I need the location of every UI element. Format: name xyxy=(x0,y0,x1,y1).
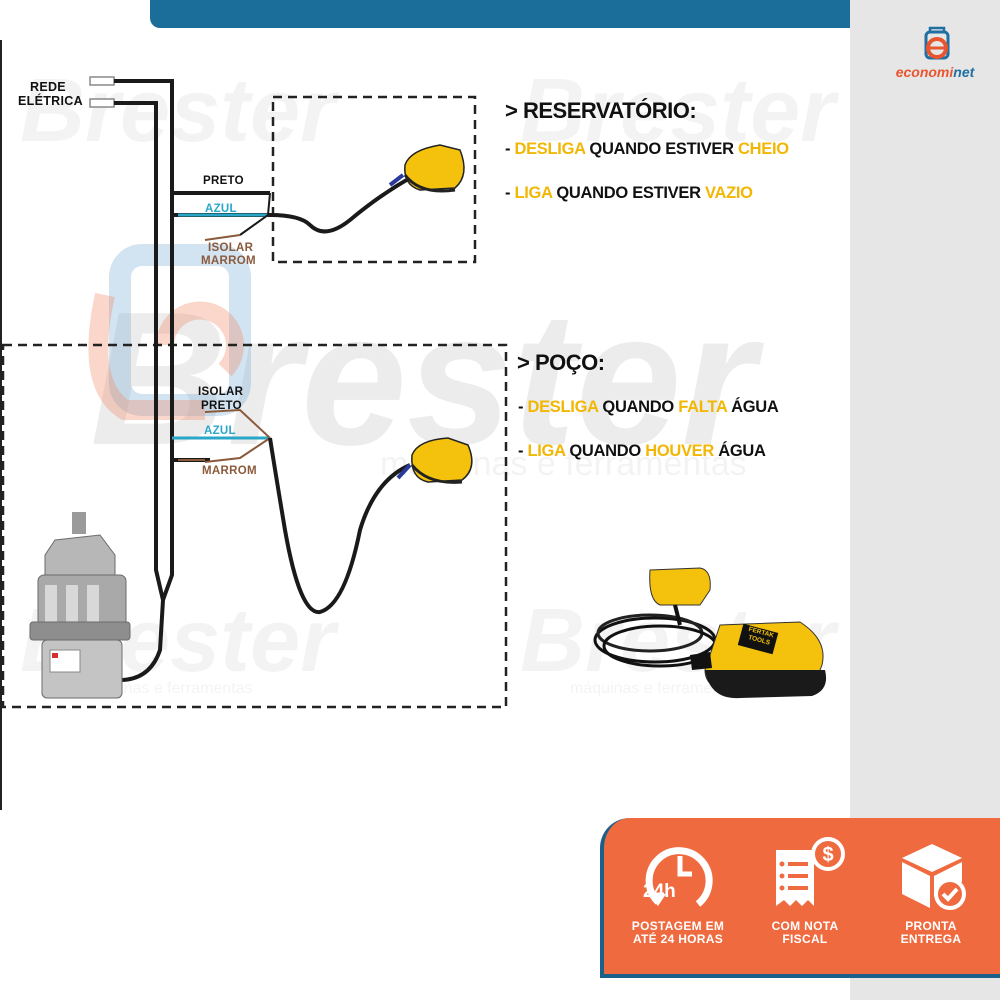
watermark-tagline: máquinas e ferramentas xyxy=(570,680,743,698)
submersible-pump-icon xyxy=(29,512,131,699)
reservoir-black-wire-label: PRETO xyxy=(203,175,244,187)
brand-logo-text: econominet xyxy=(895,64,975,80)
reservoir-blue-wire-label: AZUL xyxy=(205,203,237,215)
well-instruction-on: - LIGA QUANDO HOUVER ÁGUA xyxy=(518,442,766,460)
watermark-tagline: máquinas e ferramentas xyxy=(80,680,253,698)
svg-text:$: $ xyxy=(822,844,833,866)
reservoir-float-switch-icon xyxy=(388,144,465,193)
invoice-icon: $ xyxy=(776,837,845,906)
well-instruction-off: - DESLIGA QUANDO FALTA ÁGUA xyxy=(518,398,779,416)
well-isolate-label: ISOLAR xyxy=(198,386,244,398)
product-float-switch-icon xyxy=(593,567,827,699)
well-dashed-box xyxy=(1,343,508,709)
reservoir-instruction-off: - DESLIGA QUANDO ESTIVER CHEIO xyxy=(505,140,789,158)
top-accent-bar xyxy=(150,0,850,28)
clock-24h-text: 24h xyxy=(643,881,676,902)
power-label: REDE ELÉTRICA xyxy=(18,80,83,108)
well-float-switch-icon xyxy=(396,437,473,484)
watermark-brand: Brester xyxy=(20,60,335,163)
well-black-wire-label: PRETO xyxy=(201,400,242,412)
clock-24h-icon xyxy=(645,847,713,907)
reservoir-dashed-box xyxy=(271,95,477,264)
box-check-icon xyxy=(902,844,966,910)
reservoir-instruction-on: - LIGA QUANDO ESTIVER VAZIO xyxy=(505,184,753,202)
reservoir-brown-wire-label: MARROM xyxy=(201,255,256,267)
left-divider xyxy=(0,40,2,810)
watermark-brand: Brester xyxy=(520,60,835,163)
econominet-logo-icon xyxy=(924,26,950,60)
reservoir-heading: > RESERVATÓRIO: xyxy=(505,98,697,123)
well-brown-wire-label: MARROM xyxy=(202,465,257,477)
well-blue-wire-label: AZUL xyxy=(204,425,236,437)
wiring-diagram xyxy=(1,76,827,709)
well-heading: > POÇO: xyxy=(517,350,605,375)
reservoir-isolate-label: ISOLAR xyxy=(208,242,254,254)
